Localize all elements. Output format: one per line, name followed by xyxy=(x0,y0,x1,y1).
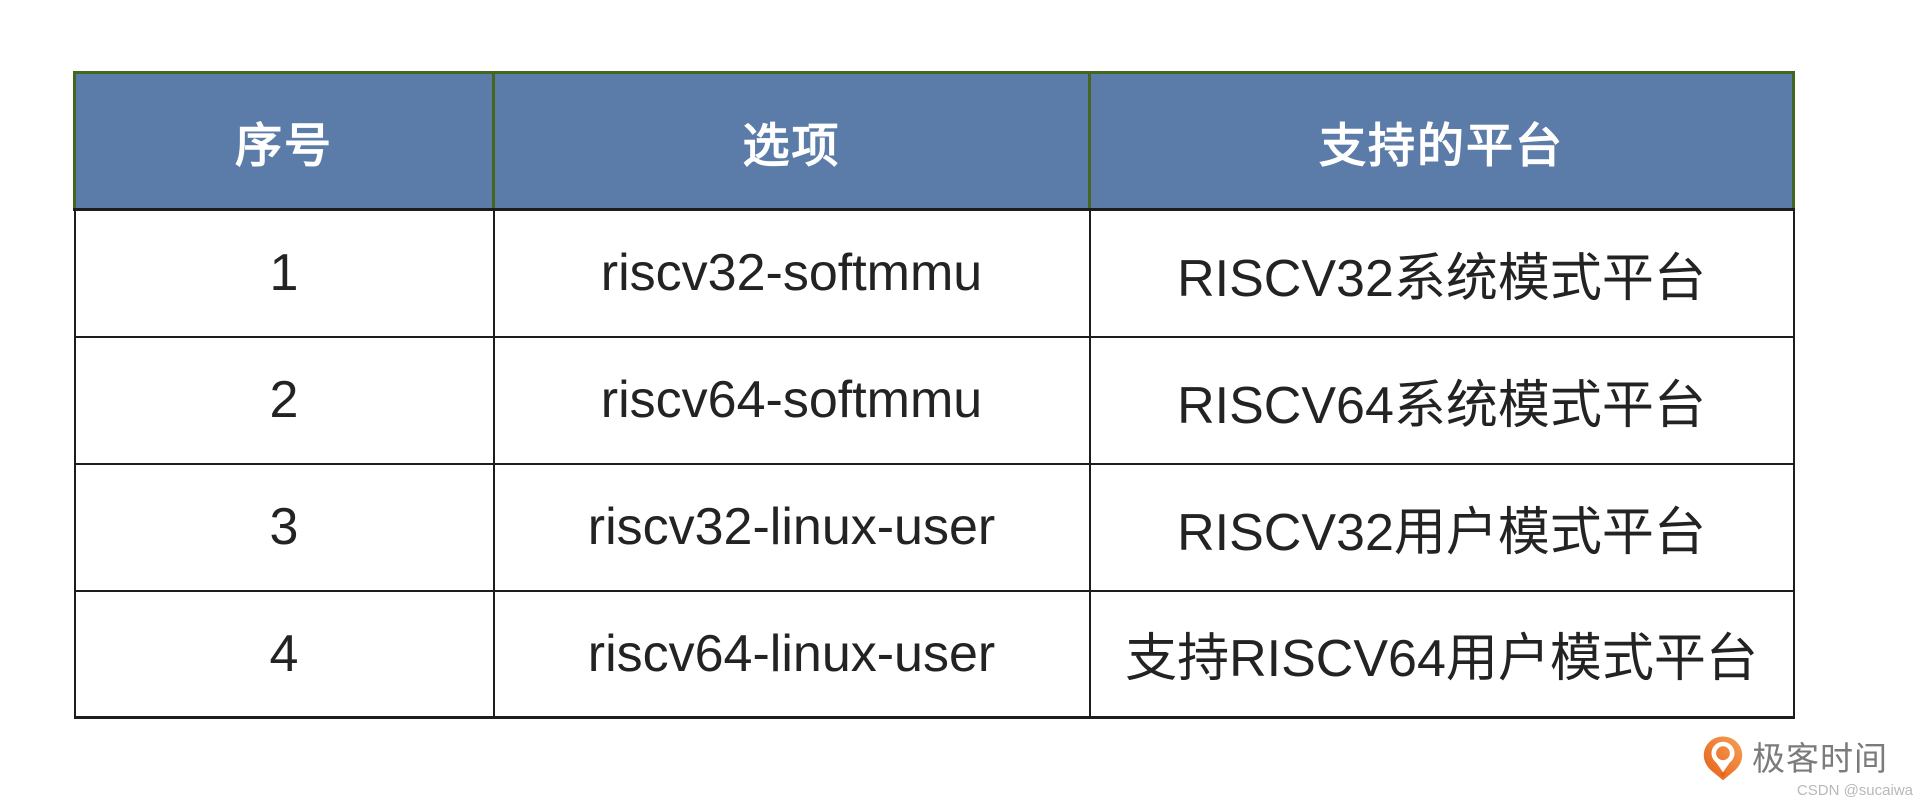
table-row: 2 riscv64-softmmu RISCV64系统模式平台 xyxy=(73,335,1795,465)
geek-time-pin-icon xyxy=(1703,736,1743,781)
table-row: 4 riscv64-linux-user 支持RISCV64用户模式平台 xyxy=(73,589,1795,719)
platform-table: 序号 选项 支持的平台 1 riscv32-softmmu RISCV32系统模… xyxy=(73,71,1795,719)
cell-option: riscv32-softmmu xyxy=(492,208,1091,338)
table-body: 1 riscv32-softmmu RISCV32系统模式平台 2 riscv6… xyxy=(73,208,1795,719)
cell-no: 3 xyxy=(73,462,495,592)
watermark-credit: CSDN @sucaiwa xyxy=(1796,782,1913,799)
watermark: 极客时间 CSDN @sucaiwa xyxy=(1703,736,1913,799)
table-row: 3 riscv32-linux-user RISCV32用户模式平台 xyxy=(73,462,1795,592)
column-header-option: 选项 xyxy=(492,71,1091,211)
table-row: 1 riscv32-softmmu RISCV32系统模式平台 xyxy=(73,208,1795,338)
column-header-platform: 支持的平台 xyxy=(1088,71,1795,211)
brand-row: 极客时间 xyxy=(1703,736,1913,781)
table-header: 序号 选项 支持的平台 xyxy=(73,71,1795,211)
cell-platform: RISCV32系统模式平台 xyxy=(1088,208,1795,338)
cell-no: 4 xyxy=(73,589,495,719)
header-row: 序号 选项 支持的平台 xyxy=(73,71,1795,211)
cell-option: riscv64-linux-user xyxy=(492,589,1091,719)
cell-no: 1 xyxy=(73,208,495,338)
cell-platform: 支持RISCV64用户模式平台 xyxy=(1088,589,1795,719)
cell-platform: RISCV32用户模式平台 xyxy=(1088,462,1795,592)
platform-table-wrap: 序号 选项 支持的平台 1 riscv32-softmmu RISCV32系统模… xyxy=(73,71,1795,719)
cell-no: 2 xyxy=(73,335,495,465)
cell-option: riscv32-linux-user xyxy=(492,462,1091,592)
cell-platform: RISCV64系统模式平台 xyxy=(1088,335,1795,465)
column-header-no: 序号 xyxy=(73,71,495,211)
cell-option: riscv64-softmmu xyxy=(492,335,1091,465)
brand-name: 极客时间 xyxy=(1752,740,1888,777)
